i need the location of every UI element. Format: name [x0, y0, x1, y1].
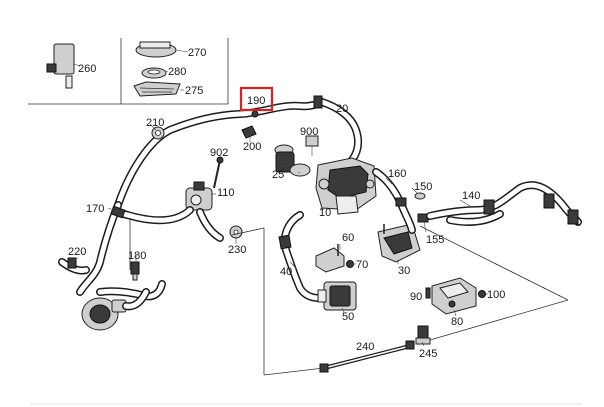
label-240[interactable]: 240 [356, 341, 374, 353]
part-275-filter[interactable] [133, 81, 184, 97]
label-180[interactable]: 180 [128, 250, 146, 262]
part-60-bracket[interactable] [315, 244, 345, 273]
label-280[interactable]: 280 [168, 66, 186, 78]
part-110-valve[interactable] [185, 181, 224, 242]
callout-labels: 260 270 280 275 190 20 210 200 900 902 2… [68, 47, 505, 360]
label-275[interactable]: 275 [185, 85, 203, 97]
label-50[interactable]: 50 [342, 311, 354, 323]
part-200-clip[interactable] [241, 125, 257, 139]
label-190[interactable]: 190 [247, 95, 265, 107]
part-160-hose[interactable] [372, 168, 416, 234]
inset-frame [28, 38, 229, 105]
part-40-hose[interactable] [278, 211, 332, 302]
part-30-module[interactable] [377, 216, 421, 263]
label-10[interactable]: 10 [319, 207, 331, 219]
part-220-hose[interactable] [58, 257, 90, 275]
part-90-bolt[interactable] [425, 287, 431, 299]
label-40[interactable]: 40 [280, 266, 292, 278]
label-200[interactable]: 200 [243, 141, 261, 153]
label-900[interactable]: 900 [300, 126, 318, 138]
part-210-clamp[interactable] [151, 126, 165, 140]
part-100-nut[interactable] [478, 290, 486, 298]
part-260-connector[interactable] [46, 43, 81, 89]
label-80[interactable]: 80 [451, 316, 463, 328]
leader-lines [71, 123, 488, 347]
label-245[interactable]: 245 [419, 348, 437, 360]
label-160[interactable]: 160 [388, 168, 406, 180]
part-140-hose[interactable] [426, 181, 582, 226]
part-10-pump-unit[interactable] [315, 157, 377, 215]
part-25-pump-motor[interactable] [274, 144, 311, 177]
label-270[interactable]: 270 [188, 47, 206, 59]
part-280-ring[interactable] [141, 67, 169, 79]
label-30[interactable]: 30 [398, 265, 410, 277]
label-902[interactable]: 902 [210, 147, 228, 159]
highlight-box-190 [239, 86, 274, 112]
part-aux-pump[interactable] [81, 280, 166, 331]
part-150-clamp[interactable] [414, 192, 426, 200]
part-902-bolt[interactable] [213, 156, 224, 189]
reference-lines [129, 218, 569, 376]
part-230-clamp[interactable] [229, 225, 243, 239]
label-220[interactable]: 220 [68, 246, 86, 258]
part-80-bracket[interactable] [431, 277, 477, 315]
part-245-connector[interactable] [415, 325, 431, 345]
label-140[interactable]: 140 [462, 190, 480, 202]
label-110[interactable]: 110 [217, 187, 235, 199]
label-90[interactable]: 90 [410, 291, 422, 303]
label-210[interactable]: 210 [146, 117, 164, 129]
label-260[interactable]: 260 [78, 63, 96, 75]
part-170-clamp[interactable] [110, 205, 126, 219]
label-20[interactable]: 20 [336, 103, 348, 115]
hose-left[interactable] [76, 201, 194, 296]
part-900-connector[interactable] [305, 135, 319, 156]
label-150[interactable]: 150 [414, 181, 432, 193]
part-180-sensor[interactable] [130, 261, 140, 281]
label-170[interactable]: 170 [86, 203, 104, 215]
part-50-canister[interactable] [317, 281, 357, 311]
label-155[interactable]: 155 [426, 234, 444, 246]
label-100[interactable]: 100 [487, 289, 505, 301]
label-230[interactable]: 230 [228, 244, 246, 256]
hose-20[interactable] [313, 95, 363, 164]
label-25[interactable]: 25 [272, 169, 284, 181]
part-270-cap[interactable] [135, 41, 189, 58]
label-70[interactable]: 70 [356, 259, 368, 271]
label-60[interactable]: 60 [342, 232, 354, 244]
